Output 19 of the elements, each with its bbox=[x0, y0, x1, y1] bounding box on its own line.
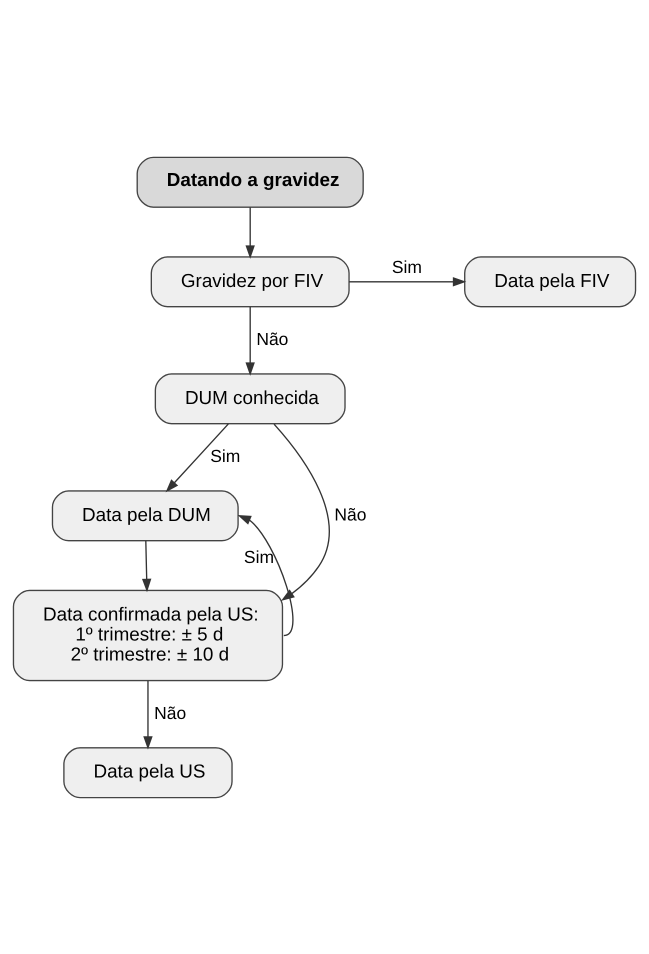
edge-label: Sim bbox=[210, 445, 240, 466]
node-box: Datando a gravidez bbox=[136, 156, 364, 208]
edge-label: Não bbox=[256, 328, 288, 348]
edge-label: Não bbox=[334, 504, 366, 524]
node-box: Data pela US bbox=[63, 746, 233, 798]
node-box: DUM conhecida bbox=[154, 372, 346, 424]
edge-label: Sim bbox=[392, 256, 422, 276]
node-box: Data pela FIV bbox=[464, 256, 636, 307]
node-box: Gravidez por FIV bbox=[150, 256, 350, 307]
node-box: Data pela DUM bbox=[52, 490, 239, 541]
edge-label: Não bbox=[154, 702, 186, 722]
arrow bbox=[143, 680, 153, 750]
arrow bbox=[166, 422, 229, 492]
arrow bbox=[245, 306, 255, 376]
node-box: Data confirmada pela US: 1º trimestre: ± 5 d 2º trimestre: ± 10 d bbox=[12, 589, 284, 681]
arrow bbox=[349, 276, 466, 286]
edge-label: Sim bbox=[244, 546, 274, 567]
arrow bbox=[142, 540, 152, 592]
arrow bbox=[245, 207, 255, 258]
